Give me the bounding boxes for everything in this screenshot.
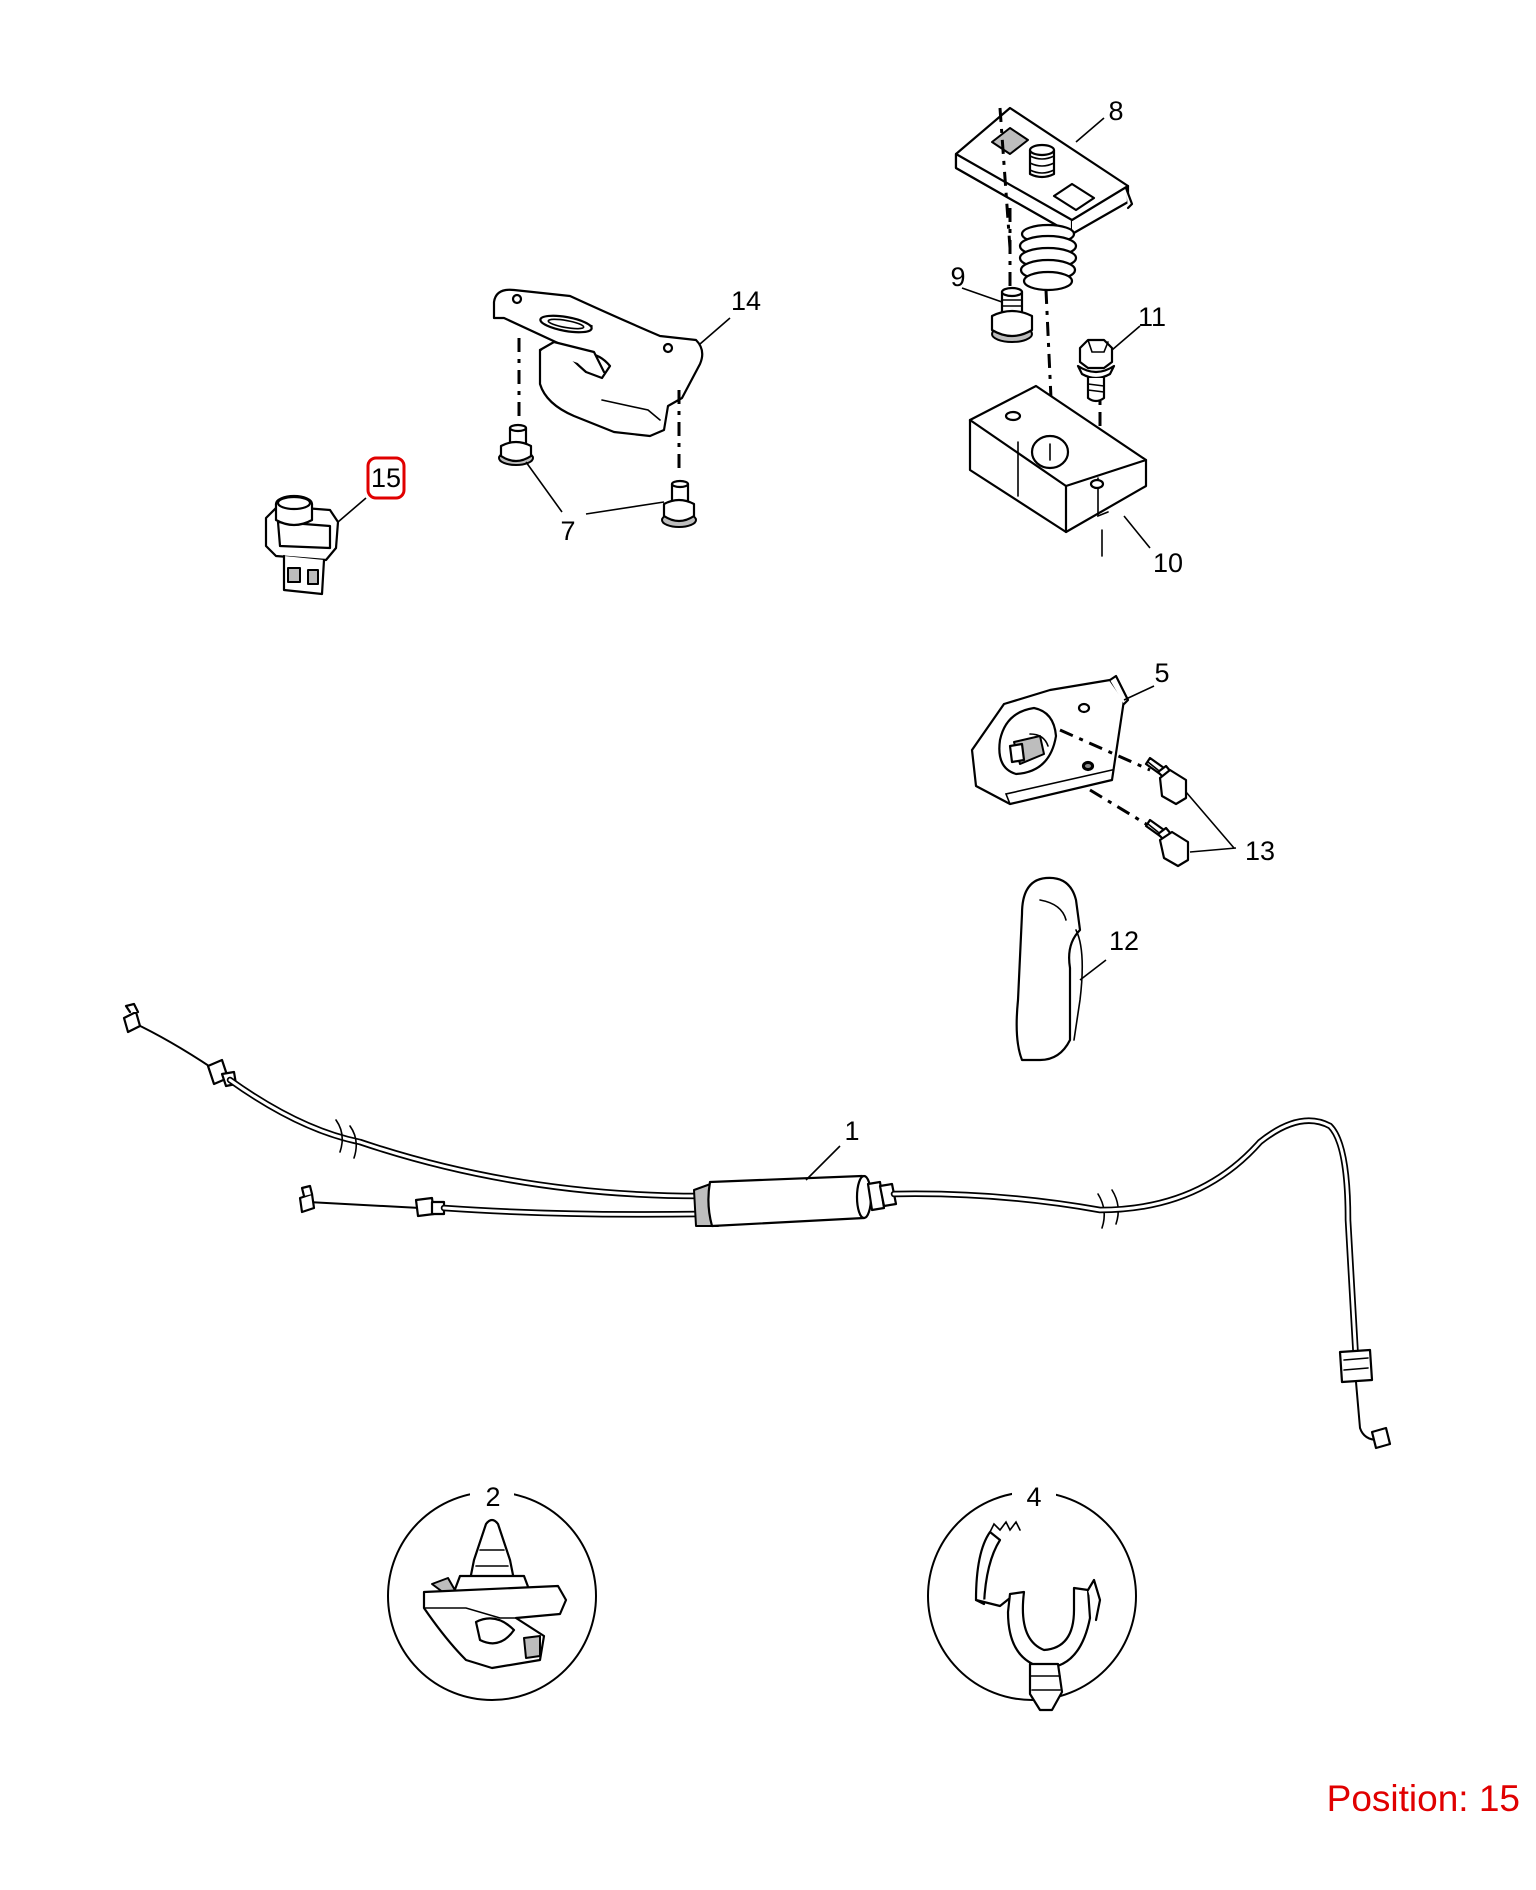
leader-line-7b (585, 501, 665, 515)
leader-line-11 (1111, 325, 1141, 351)
position-label: Position: 15 (1326, 1778, 1520, 1819)
callout-7[interactable]: 7 (560, 516, 575, 546)
spring (1018, 223, 1078, 292)
callout-15[interactable]: 15 (371, 463, 401, 493)
part-2-detail-circle[interactable] (387, 1478, 597, 1701)
callout-12[interactable]: 12 (1109, 926, 1139, 956)
leader-line-13a (1185, 791, 1235, 849)
part-1-cable-assembly[interactable] (122, 1002, 1392, 1450)
part-5-lock-plate[interactable] (970, 674, 1130, 806)
part-13-screw[interactable] (1144, 818, 1190, 868)
part-10-latch-block[interactable] (968, 384, 1148, 557)
leader-line-9 (961, 287, 1003, 303)
part-7-screw[interactable] (661, 479, 697, 528)
callout-10[interactable]: 10 (1153, 548, 1183, 578)
callout-4[interactable]: 4 (1026, 1482, 1041, 1512)
leader-line-5 (1123, 685, 1155, 701)
part-7-screw[interactable] (498, 423, 534, 466)
leader-line-15 (337, 497, 367, 523)
part-8-latch-plate[interactable] (954, 106, 1134, 292)
callout-13[interactable]: 13 (1245, 836, 1275, 866)
leader-line-14 (699, 317, 731, 345)
leader-line-8 (1075, 117, 1105, 143)
leader-line-7a (525, 461, 563, 513)
part-11-bolt[interactable] (1076, 338, 1116, 403)
part-15-switch[interactable] (264, 494, 340, 596)
part-4-detail-circle[interactable] (927, 1478, 1137, 1712)
part-9-bolt[interactable] (990, 286, 1034, 343)
callout-2[interactable]: 2 (485, 1482, 500, 1512)
leader-line-1 (805, 1145, 841, 1181)
leader-line-12 (1079, 959, 1107, 981)
callout-1[interactable]: 1 (844, 1116, 859, 1146)
guide-line (998, 107, 1012, 249)
leader-line-10 (1123, 515, 1151, 549)
callout-11[interactable]: 11 (1138, 302, 1166, 332)
callout-8[interactable]: 8 (1108, 96, 1123, 126)
part-12-handle-cover[interactable] (1015, 876, 1084, 1062)
highlight-box-15 (366, 456, 406, 500)
callout-14[interactable]: 14 (731, 286, 761, 316)
callout-5[interactable]: 5 (1154, 658, 1169, 688)
part-13-screw[interactable] (1144, 756, 1188, 806)
guide-line (1089, 788, 1157, 832)
callout-9[interactable]: 9 (950, 262, 965, 292)
leader-line-13b (1189, 847, 1237, 853)
part-14-bracket[interactable] (492, 288, 704, 438)
